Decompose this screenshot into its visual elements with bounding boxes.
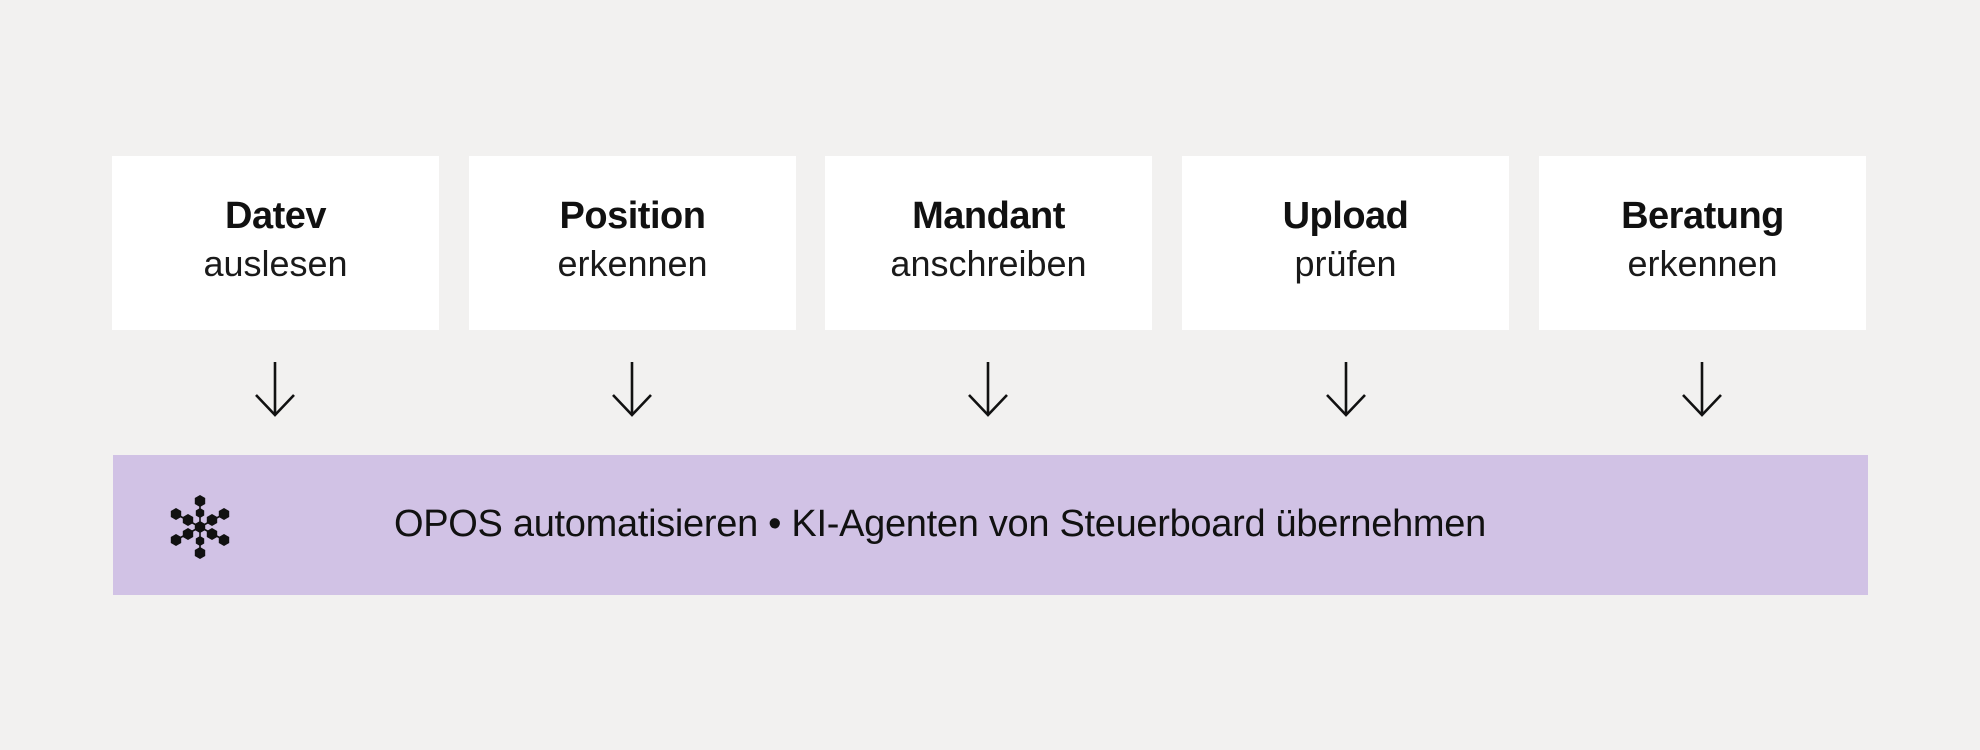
step-title: Upload (1282, 195, 1409, 237)
down-arrow-icon (612, 362, 652, 417)
step-subtitle: auslesen (203, 243, 348, 284)
down-arrow-icon (1682, 362, 1722, 417)
hexagon-cluster-icon (170, 495, 230, 559)
step-title: Beratung (1621, 195, 1784, 237)
down-arrow-icon (255, 362, 295, 417)
step-card-beratung: Beratung erkennen (1539, 156, 1866, 330)
step-subtitle: anschreiben (890, 243, 1087, 284)
banner-text: OPOS automatisieren • KI-Agenten von Ste… (394, 503, 1486, 545)
step-subtitle: erkennen (557, 243, 708, 284)
step-title: Mandant (912, 195, 1065, 237)
step-card-datev: Datev auslesen (112, 156, 439, 330)
step-subtitle: erkennen (1627, 243, 1778, 284)
summary-banner (113, 455, 1868, 595)
step-title: Datev (225, 195, 327, 237)
step-card-position: Position erkennen (469, 156, 796, 330)
step-title: Position (559, 195, 706, 237)
down-arrow-icon (968, 362, 1008, 417)
down-arrow-icon (1326, 362, 1366, 417)
step-card-mandant: Mandant anschreiben (825, 156, 1152, 330)
step-subtitle: prüfen (1294, 243, 1397, 284)
step-card-upload: Upload prüfen (1182, 156, 1509, 330)
